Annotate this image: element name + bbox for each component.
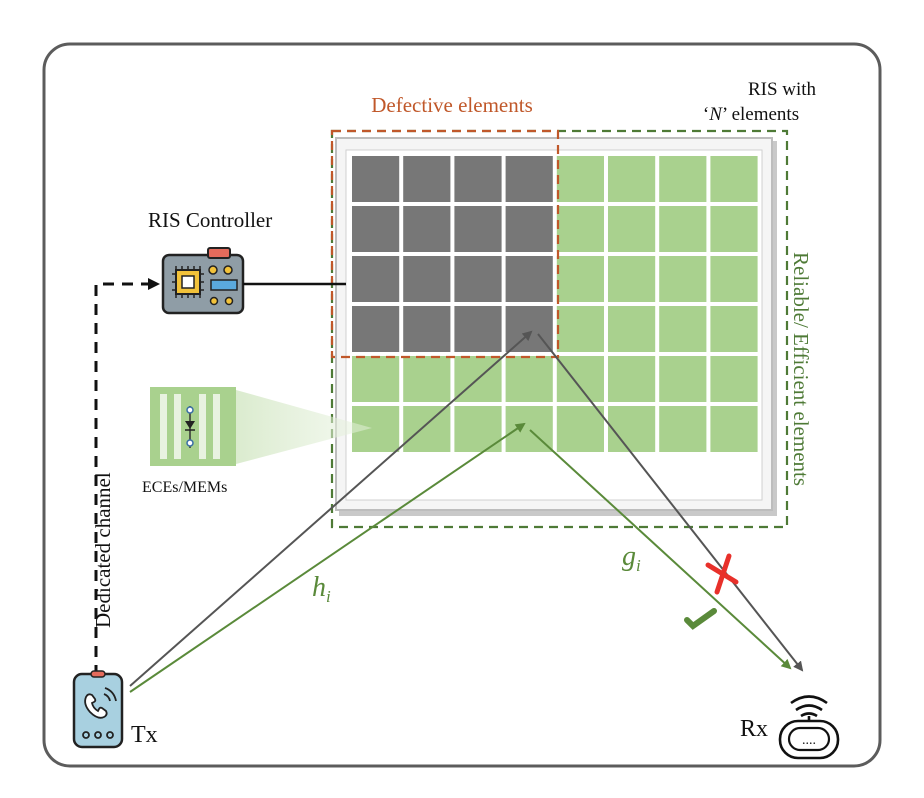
defective-ris-element (505, 206, 553, 252)
reliable-elements-label: Reliable/ Efficient elements (789, 252, 813, 486)
tx-reliable-path (129, 422, 526, 693)
reliable-ris-element (403, 356, 451, 402)
reliable-ris-element (556, 306, 604, 352)
dedicated-channel-label: Dedicated channel (91, 472, 115, 628)
h-channel-sub: i (326, 587, 331, 606)
ris-quote-open: ‘ (703, 104, 709, 125)
tx-label: Tx (131, 722, 158, 748)
defective-ris-element (505, 156, 553, 202)
reliable-ris-element (659, 156, 707, 202)
defective-region-border (330, 129, 560, 359)
reliable-ris-element (608, 356, 656, 402)
reliable-ris-element (608, 406, 656, 452)
defective-ris-element (352, 156, 400, 202)
reliable-ris-element (352, 356, 400, 402)
reliable-rx-path (529, 429, 792, 670)
reliable-ris-element (659, 206, 707, 252)
tx-phone-icon (72, 670, 124, 749)
reliable-ris-element (710, 206, 758, 252)
defective-ris-element (403, 306, 451, 352)
reliable-ris-element (710, 306, 758, 352)
reliable-ris-element (505, 356, 553, 402)
reliable-ris-element (403, 406, 451, 452)
reliable-ris-element (608, 206, 656, 252)
ece-mems-label: ECEs/MEMs (142, 479, 227, 496)
defective-ris-element (352, 206, 400, 252)
reliable-ris-element (608, 156, 656, 202)
ris-cell-grid (352, 156, 758, 452)
success-check-icon (684, 608, 717, 630)
reliable-ris-element (556, 206, 604, 252)
g-channel-sub: i (636, 556, 641, 575)
defective-ris-element (352, 256, 400, 302)
ris-elements-label-line1: RIS with (748, 79, 817, 100)
rx-router-icon: .... (778, 695, 840, 760)
reliable-ris-element (710, 156, 758, 202)
ris-controller-label: RIS Controller (148, 208, 272, 232)
h-channel-label: hi (312, 572, 331, 606)
reliable-ris-element (659, 306, 707, 352)
ris-controller-icon (161, 247, 245, 315)
reliable-ris-element (710, 356, 758, 402)
defective-ris-element (352, 306, 400, 352)
defective-ris-element (505, 256, 553, 302)
defective-ris-element (403, 256, 451, 302)
defective-rx-path (537, 333, 804, 672)
ece-zoom-beam (236, 390, 372, 464)
g-channel-base: g (622, 541, 636, 572)
defective-ris-element (454, 206, 502, 252)
reliable-ris-element (659, 356, 707, 402)
tx-defective-path (129, 330, 533, 687)
defective-ris-element (454, 256, 502, 302)
router-dots: .... (802, 733, 816, 748)
ris-quote-close: ’ elements (722, 104, 799, 125)
ris-panel (335, 137, 777, 516)
ece-element-icon (150, 387, 236, 466)
g-channel-label: gi (622, 541, 641, 575)
reliable-ris-element (608, 306, 656, 352)
rx-label: Rx (740, 716, 768, 742)
ris-n-symbol: N (708, 104, 723, 125)
defective-ris-element (454, 156, 502, 202)
ris-elements-label-line2: ‘N’ elements (703, 104, 799, 125)
reliable-ris-element (556, 156, 604, 202)
reliable-ris-element (710, 256, 758, 302)
blocked-cross-icon (705, 553, 739, 595)
reliable-ris-element (556, 256, 604, 302)
defective-elements-label: Defective elements (371, 93, 533, 117)
h-channel-base: h (312, 572, 326, 603)
reliable-ris-element (556, 356, 604, 402)
reliable-ris-element (659, 256, 707, 302)
defective-ris-element (403, 206, 451, 252)
reliable-ris-element (659, 406, 707, 452)
reliable-ris-element (710, 406, 758, 452)
reliable-ris-element (608, 256, 656, 302)
defective-ris-element (454, 306, 502, 352)
defective-ris-element (403, 156, 451, 202)
reliable-ris-element (556, 406, 604, 452)
